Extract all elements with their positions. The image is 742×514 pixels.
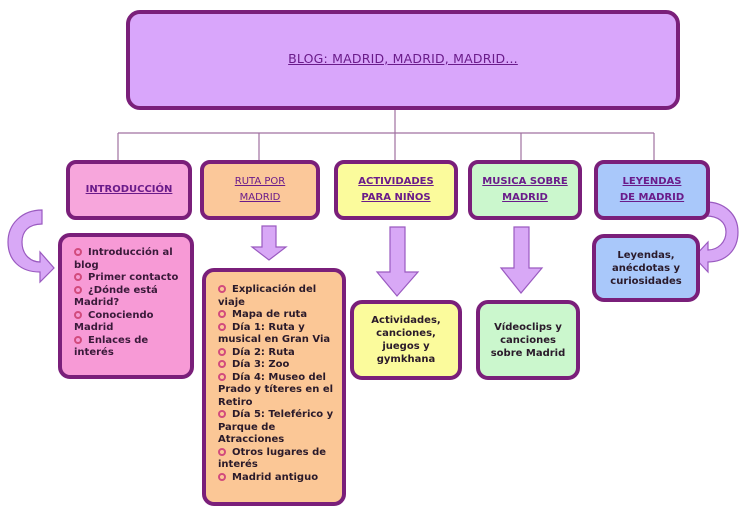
bullet-icon <box>74 335 82 344</box>
list-item: Día 5: Teleférico y Parque de Atraccione… <box>218 409 334 445</box>
musica-text: Vídeoclips y canciones sobre Madrid <box>490 321 566 359</box>
category-actividades: ACTIVIDADES PARA NIÑOS <box>334 160 458 220</box>
list-item: Explicación del viaje <box>218 284 317 308</box>
list-item: Primer contacto <box>74 272 184 285</box>
list-item: Día 4: Museo del Prado y títeres en el R… <box>218 371 334 408</box>
down-arrow-actividades <box>375 226 420 297</box>
page-title: BLOG: MADRID, MADRID, MADRID... <box>288 50 518 66</box>
bullet-icon <box>74 248 82 256</box>
category-introduccion: INTRODUCCIÓN <box>66 160 192 220</box>
detail-leyendas: Leyendas, anécdotas y curiosidades <box>592 234 700 302</box>
detail-ruta: Explicación del viaje Mapa de ruta Día 1… <box>202 268 346 506</box>
bullet-icon <box>218 410 226 418</box>
category-musica: MUSICA SOBRE MADRID <box>468 160 582 220</box>
down-arrow-ruta <box>250 225 288 261</box>
category-label: RUTA POR MADRID <box>234 176 286 203</box>
bullet-icon <box>218 285 226 293</box>
bullet-icon <box>218 360 226 368</box>
header-box: BLOG: MADRID, MADRID, MADRID... <box>126 10 680 110</box>
actividades-text: Actividades, canciones, juegos y gymkhan… <box>371 315 441 365</box>
bullet-icon <box>74 310 82 319</box>
curved-arrow-introduccion <box>7 209 55 284</box>
list-item: ¿Dónde está Madrid? <box>74 284 158 308</box>
list-item: Enlaces de interés <box>74 334 149 358</box>
list-item: Día 2: Ruta <box>218 347 336 360</box>
bullet-icon <box>218 447 226 456</box>
down-arrow-musica <box>499 226 544 294</box>
detail-actividades: Actividades, canciones, juegos y gymkhan… <box>350 300 462 380</box>
detail-musica: Vídeoclips y canciones sobre Madrid <box>476 300 580 380</box>
curved-arrow-leyendas <box>693 201 739 274</box>
list-item: Introducción al blog <box>74 247 173 271</box>
bullet-icon <box>74 273 82 281</box>
bullet-icon <box>218 310 226 318</box>
category-leyendas: LEYENDAS DE MADRID <box>594 160 710 220</box>
detail-introduccion: Introducción al blog Primer contacto ¿Dó… <box>58 233 194 379</box>
list-item: Otros lugares de interés <box>218 446 327 470</box>
list-item: Día 3: Zoo <box>218 359 336 372</box>
introduccion-list: Introducción al blog Primer contacto ¿Dó… <box>74 247 184 360</box>
category-label: ACTIVIDADES PARA NIÑOS <box>358 176 434 203</box>
list-item: Madrid antiguo <box>218 472 336 485</box>
list-item: Conociendo Madrid <box>74 309 154 333</box>
category-label: LEYENDAS DE MADRID <box>619 176 685 203</box>
list-item: Mapa de ruta <box>218 309 336 322</box>
leyendas-text: Leyendas, anécdotas y curiosidades <box>610 249 682 287</box>
category-ruta: RUTA POR MADRID <box>200 160 320 220</box>
bullet-icon <box>218 347 226 356</box>
bullet-icon <box>218 472 226 481</box>
bullet-icon <box>218 372 226 381</box>
bullet-icon <box>74 285 82 294</box>
category-label: INTRODUCCIÓN <box>85 184 173 195</box>
category-label: MUSICA SOBRE MADRID <box>482 176 568 203</box>
ruta-list: Explicación del viaje Mapa de ruta Día 1… <box>218 284 336 484</box>
bullet-icon <box>218 322 226 331</box>
list-item: Día 1: Ruta y musical en Gran Via <box>218 321 331 345</box>
